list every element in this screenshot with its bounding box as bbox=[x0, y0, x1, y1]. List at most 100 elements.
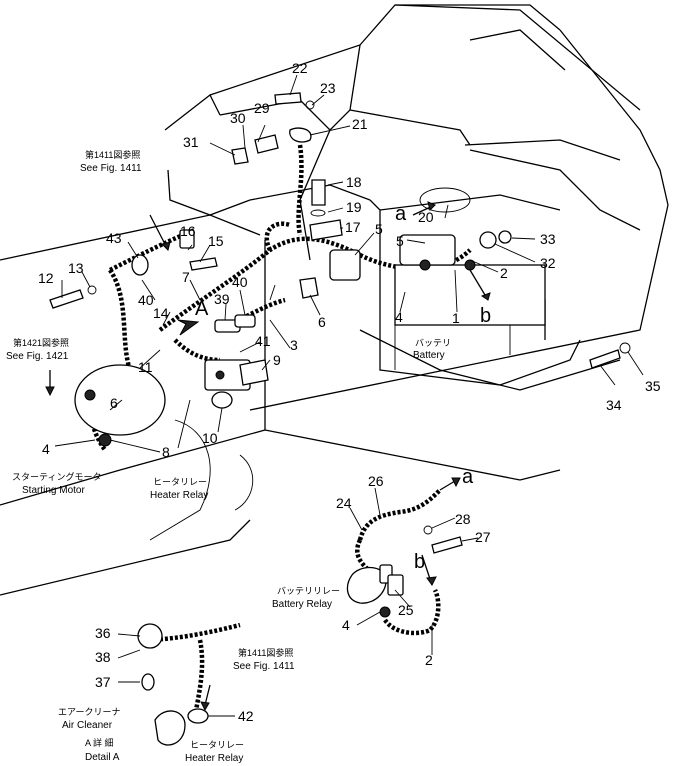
part-6-clip bbox=[299, 277, 319, 299]
callout-9: 9 bbox=[273, 352, 281, 368]
callout-8: 8 bbox=[162, 444, 170, 460]
callout-2b: 2 bbox=[425, 652, 433, 668]
callout-12: 12 bbox=[38, 270, 54, 286]
arrows bbox=[45, 201, 491, 712]
cable-end bbox=[379, 606, 391, 618]
bolt-15 bbox=[189, 257, 218, 271]
starting-motor bbox=[74, 364, 166, 436]
callout-27: 27 bbox=[475, 529, 491, 545]
callout-43: 43 bbox=[106, 230, 122, 246]
callout-20: 20 bbox=[418, 209, 434, 225]
callout-1: 1 bbox=[452, 310, 460, 326]
callout-34: 34 bbox=[606, 397, 622, 413]
callout-16: 16 bbox=[180, 223, 196, 239]
callout-5b: 5 bbox=[396, 233, 404, 249]
part-16 bbox=[179, 229, 195, 249]
part-33 bbox=[498, 230, 512, 244]
detail-a-jp: A 詳 細 bbox=[85, 737, 114, 748]
see1411b-jp: 第1411図参照 bbox=[238, 647, 293, 658]
callout-4c: 4 bbox=[342, 617, 350, 633]
part-32 bbox=[479, 231, 497, 249]
callout-29: 29 bbox=[254, 100, 270, 116]
callout-3: 3 bbox=[290, 337, 298, 353]
callout-4: 4 bbox=[395, 309, 403, 325]
air-cleaner bbox=[154, 710, 186, 746]
bolt-18 bbox=[311, 179, 326, 206]
callout-4b: 4 bbox=[42, 441, 50, 457]
see1411-en: See Fig. 1411 bbox=[80, 163, 142, 174]
washer-23 bbox=[305, 100, 315, 110]
callout-40b: 40 bbox=[138, 292, 154, 308]
marker-b-top: b bbox=[480, 305, 491, 327]
air-cleaner-jp: エアークリーナ bbox=[58, 707, 120, 717]
heater-relay2-jp: ヒータリレー bbox=[190, 740, 244, 750]
washer-19 bbox=[310, 209, 326, 217]
part-20-cable bbox=[419, 187, 471, 213]
marker-a-top: a bbox=[395, 203, 407, 225]
part-25 bbox=[387, 574, 404, 596]
reference-markers: a b a b A bbox=[195, 203, 491, 573]
washer-28 bbox=[423, 525, 433, 535]
washer-13 bbox=[87, 285, 97, 295]
callout-7: 7 bbox=[182, 269, 190, 285]
starter-terminal bbox=[84, 389, 96, 401]
heater-relay-en: Heater Relay bbox=[150, 490, 208, 501]
detail-a-arrow bbox=[177, 319, 200, 336]
callout-6: 6 bbox=[318, 314, 326, 330]
battery-terminal bbox=[419, 259, 431, 271]
see1421-en: See Fig. 1421 bbox=[6, 351, 69, 362]
part-36-relay bbox=[137, 623, 163, 649]
callout-6b: 6 bbox=[110, 395, 118, 411]
heater-relay2-en: Heater Relay bbox=[185, 753, 243, 764]
callout-21: 21 bbox=[352, 116, 368, 132]
heater-relay-detail bbox=[187, 708, 209, 724]
relay-terminal bbox=[215, 370, 225, 380]
battery bbox=[394, 264, 546, 326]
part-9-connector bbox=[239, 359, 269, 386]
marker-a-bottom: a bbox=[462, 466, 474, 488]
bolt-34 bbox=[589, 349, 621, 369]
part-37 bbox=[141, 673, 155, 691]
battery-jp: バッテリ bbox=[415, 338, 451, 348]
callout-14: 14 bbox=[153, 305, 169, 321]
part-31 bbox=[231, 147, 249, 165]
callout-24: 24 bbox=[336, 495, 352, 511]
bolt-12 bbox=[49, 289, 84, 309]
detail-a-en: Detail A bbox=[85, 752, 120, 763]
callout-19: 19 bbox=[346, 199, 362, 215]
callout-39: 39 bbox=[214, 291, 230, 307]
part-5-connector bbox=[329, 249, 361, 281]
callout-13: 13 bbox=[68, 260, 84, 276]
callout-17: 17 bbox=[345, 219, 361, 235]
callout-38: 38 bbox=[95, 649, 111, 665]
callout-5: 5 bbox=[375, 221, 383, 237]
callout-28: 28 bbox=[455, 511, 471, 527]
bolt-22 bbox=[274, 92, 302, 105]
callout-37: 37 bbox=[95, 674, 111, 690]
see1421-jp: 第1421図参照 bbox=[13, 337, 69, 348]
callout-41: 41 bbox=[255, 333, 271, 349]
callout-40a: 40 bbox=[232, 274, 248, 290]
callout-32: 32 bbox=[540, 255, 556, 271]
marker-b-bottom: b bbox=[414, 551, 425, 573]
callout-33: 33 bbox=[540, 231, 556, 247]
battery-en: Battery bbox=[413, 350, 445, 361]
callout-23: 23 bbox=[320, 80, 336, 96]
callout-30: 30 bbox=[230, 110, 246, 126]
text-labels: 第1411図参照 See Fig. 1411 第1421図参照 See Fig.… bbox=[6, 149, 451, 764]
starting-motor-jp: スターティングモータ bbox=[12, 471, 101, 482]
starter-terminal bbox=[98, 433, 112, 447]
callout-18: 18 bbox=[346, 174, 362, 190]
components bbox=[49, 92, 631, 746]
leader-lines bbox=[54, 74, 644, 717]
bolt-27 bbox=[431, 536, 463, 554]
battery-relay-jp: バッテリリレー bbox=[277, 586, 340, 596]
callout-31: 31 bbox=[183, 134, 199, 150]
see1411-jp: 第1411図参照 bbox=[85, 149, 140, 160]
callout-10: 10 bbox=[202, 430, 218, 446]
callout-36: 36 bbox=[95, 625, 111, 641]
callout-35: 35 bbox=[645, 378, 661, 394]
connector-40 bbox=[234, 314, 256, 328]
callouts: 1 2 3 4 5 5 6 7 8 9 10 11 12 13 14 15 16… bbox=[38, 60, 661, 724]
